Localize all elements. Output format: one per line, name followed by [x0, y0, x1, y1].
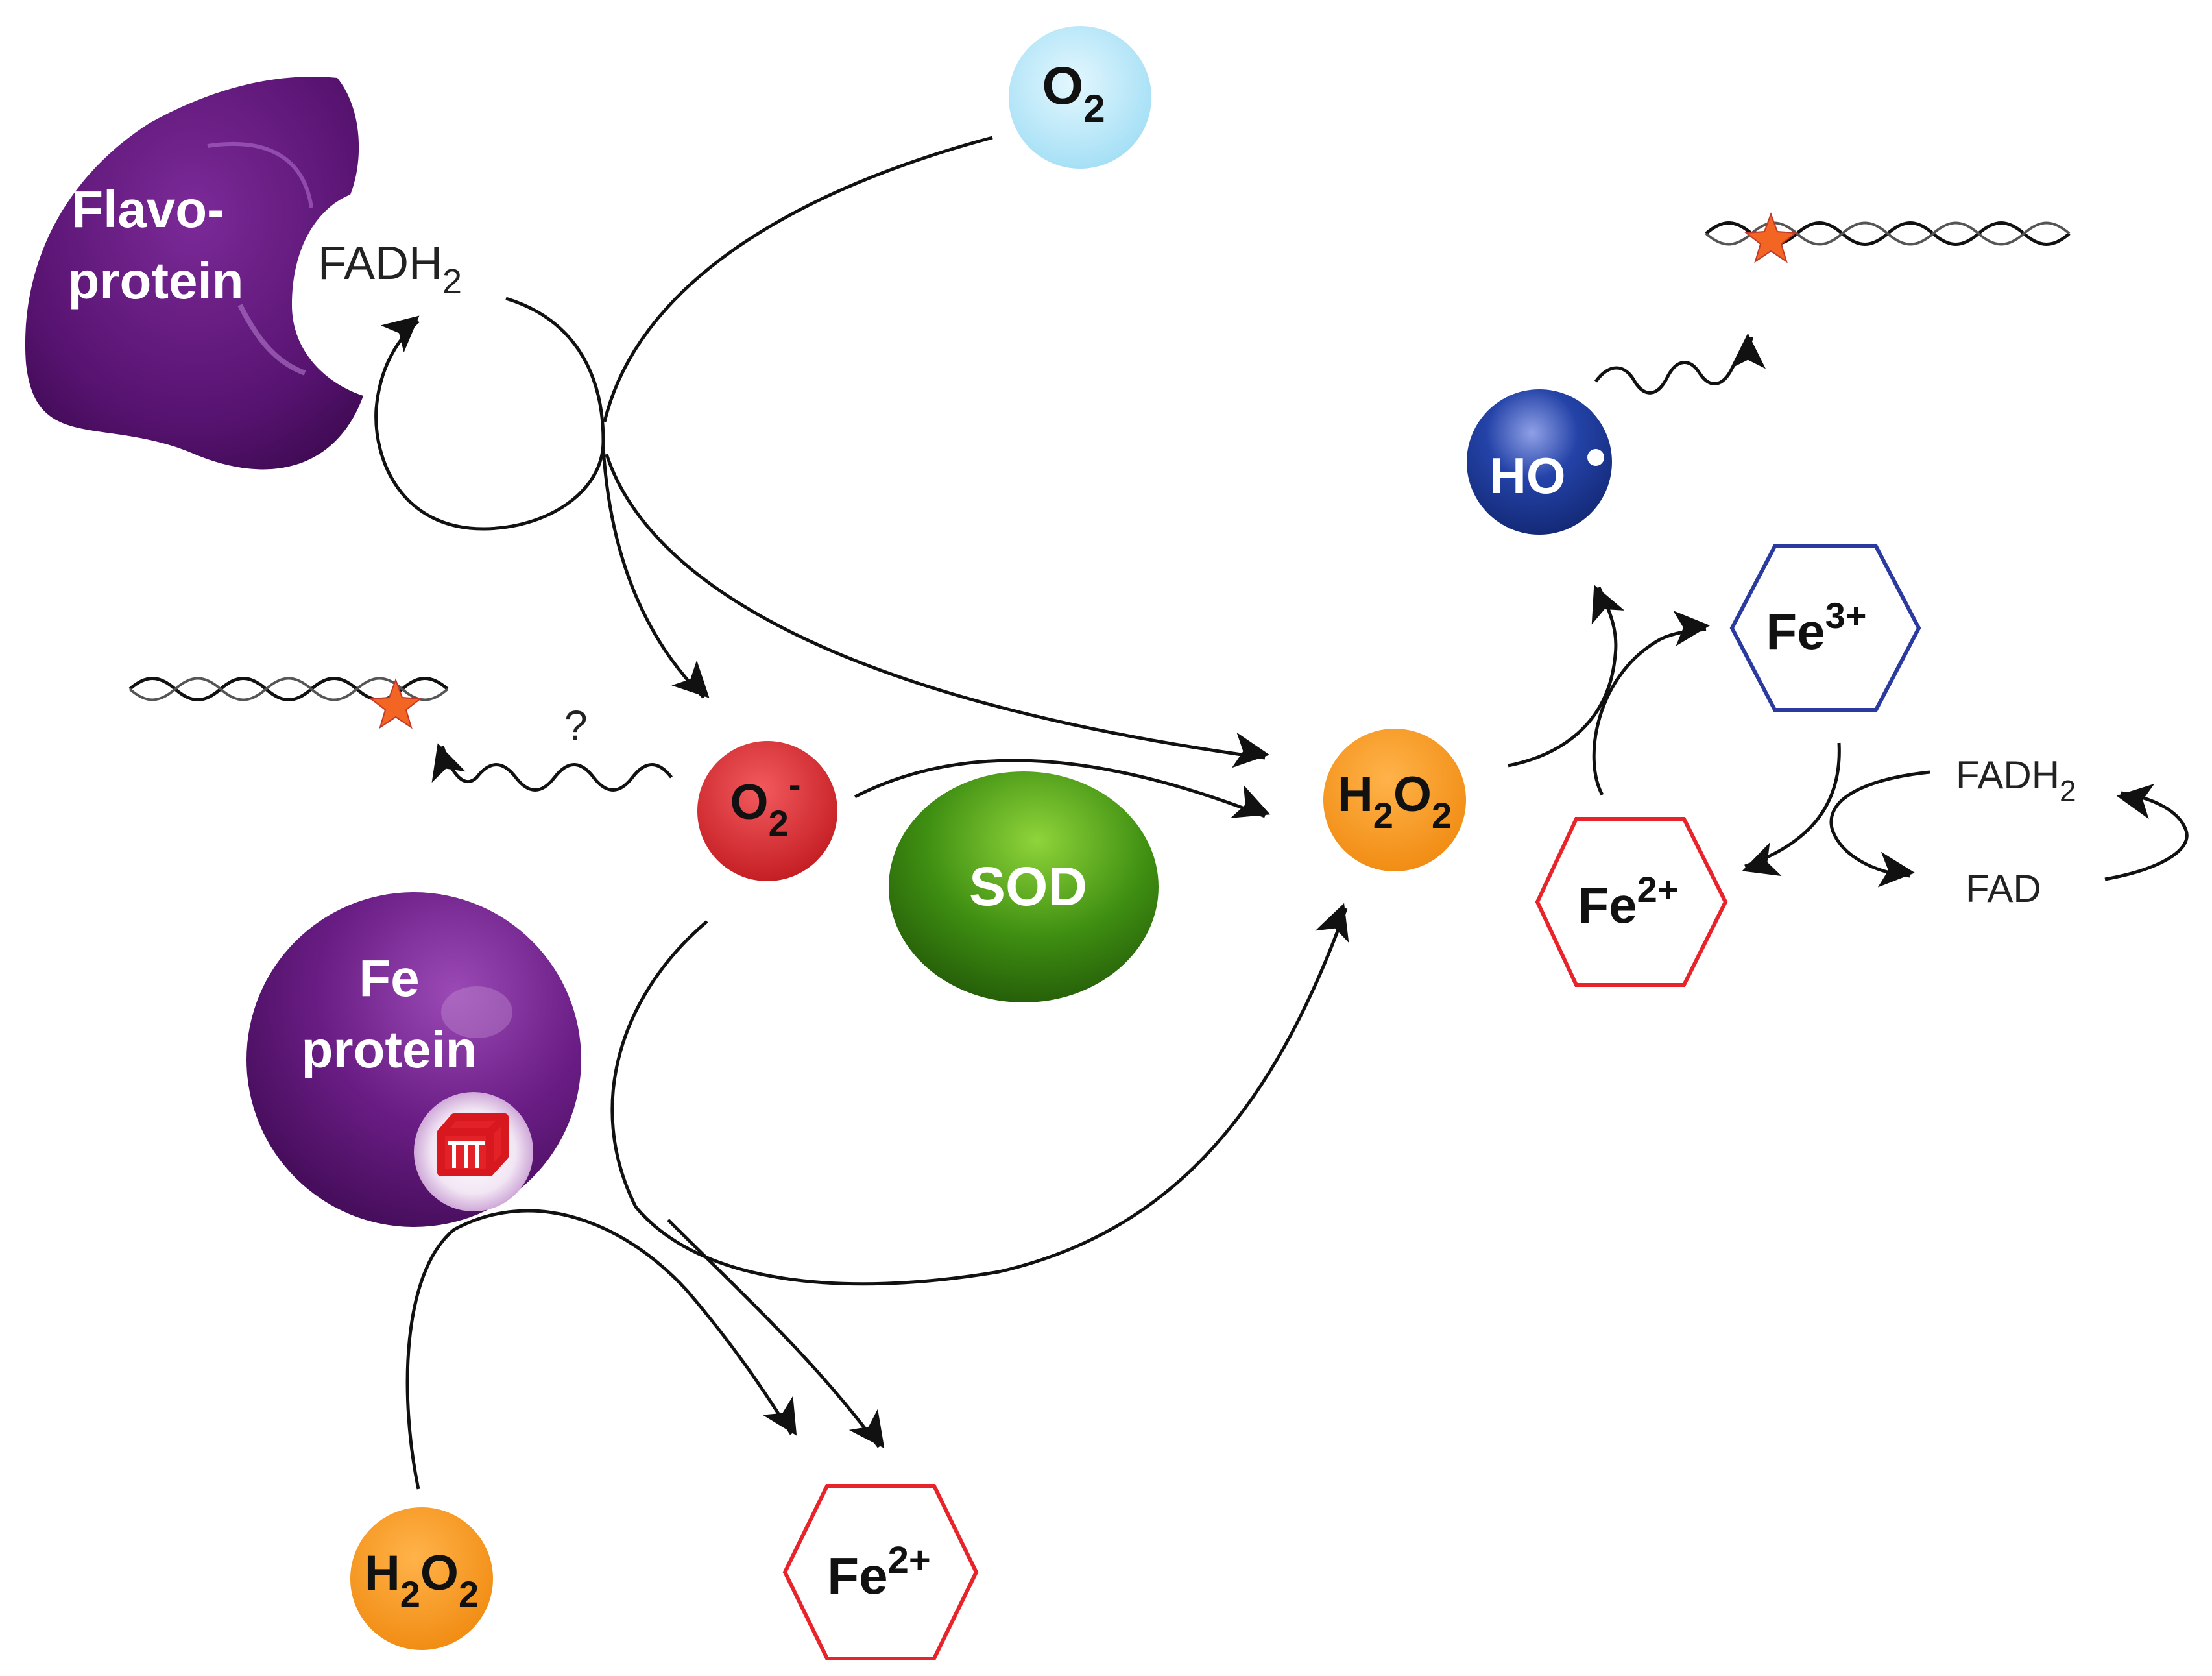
flavoprotein: Flavo- protein [25, 77, 363, 470]
o2-to-loop-arrow [603, 136, 993, 422]
radical-dot [1587, 449, 1604, 466]
svg-text:H2O2: H2O2 [1338, 767, 1452, 836]
fadh2-cycle-loop [374, 297, 605, 531]
fe-protein-label-line1: Fe [359, 949, 419, 1007]
flavoprotein-label-line1: Flavo- [71, 180, 224, 238]
superoxide-to-fe2-bottom-arrow [667, 1219, 885, 1449]
sod-enzyme: SOD [889, 771, 1159, 1002]
h2o2-to-hydroxyl-arrow [1508, 585, 1625, 768]
fad-to-fadh2-arrow [2104, 783, 2189, 881]
svg-text:protein: protein [67, 252, 243, 310]
fe2-right-ion: Fe2+ [1535, 817, 1728, 987]
svg-text:O2: O2 [1042, 56, 1105, 130]
h2o2-bottom-node: H2O2 [350, 1507, 493, 1650]
hydroxyl-label: HO [1490, 447, 1566, 504]
iron-sulfur-cluster-icon [414, 1092, 533, 1211]
flavoprotein-label-line2: protein [67, 252, 243, 310]
svg-text:Fe3+: Fe3+ [1766, 595, 1867, 660]
superoxide-to-h2o2-arrow [854, 759, 1271, 818]
svg-text:Flavo-: Flavo- [71, 180, 224, 238]
fadh2-label-flavo: FADH2 [318, 237, 462, 301]
uncertain-damage-label: ? [564, 702, 588, 749]
fad-label-right: FAD [1966, 867, 2041, 910]
svg-text:Fe2+: Fe2+ [827, 1539, 931, 1605]
fe-protein-label-line2: protein [301, 1021, 477, 1078]
damage-star-left [369, 678, 422, 729]
superoxide-down-arrow [610, 903, 1349, 1286]
svg-text:Fe2+: Fe2+ [1578, 869, 1679, 934]
svg-text:O2-: O2- [730, 764, 801, 844]
loop-to-superoxide-arrow [601, 447, 710, 699]
hydroxyl-to-dna-wave [1594, 333, 1766, 395]
sod-label: SOD [969, 856, 1087, 917]
reaction-arrows [374, 136, 2189, 1490]
fe-protein: Fe protein [246, 892, 581, 1227]
h2o2-center-node: H2O2 [1323, 729, 1466, 871]
fadh2-to-fad-arrow [1829, 770, 1930, 888]
h2o2-bottom-to-fe2-arrow [405, 1209, 797, 1490]
superoxide-to-dna-wave [431, 743, 673, 792]
fe3-ion: Fe3+ [1729, 544, 1921, 712]
fe3-to-fe2-arrow [1742, 742, 1841, 877]
fe2-bottom-ion: Fe2+ [782, 1484, 979, 1660]
oxygen-node: O2 [1009, 26, 1151, 169]
flavoprotein-shape [25, 77, 363, 470]
fadh2-label-right: FADH2 [1956, 753, 2076, 808]
svg-text:H2O2: H2O2 [365, 1546, 479, 1614]
fe2-to-fe3-arrow [1592, 610, 1711, 796]
superoxide-node: O2- [697, 741, 837, 881]
loop-to-h2o2-arrow [605, 454, 1270, 768]
damage-star-right [1744, 212, 1797, 263]
hydroxyl-radical-node: HO [1467, 389, 1612, 535]
